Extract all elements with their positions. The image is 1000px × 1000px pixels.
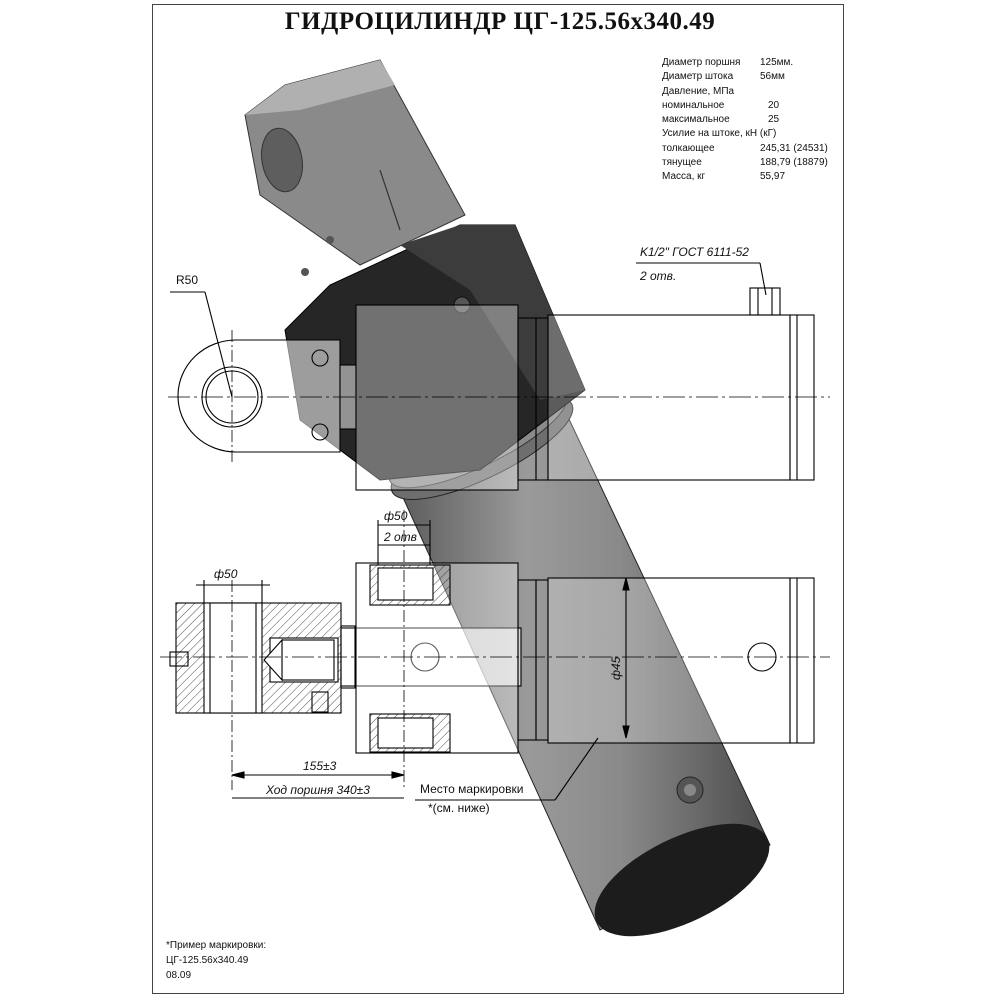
spec-label: Диаметр поршня: [662, 57, 741, 68]
dim-port-thread: K1/2" ГОСТ 6111-52: [640, 245, 749, 259]
dim-155: 155±3: [303, 759, 337, 773]
view-section: [160, 510, 830, 801]
spec-value: 188,79 (18879): [760, 157, 828, 169]
cylinder-3d-render: [244, 59, 771, 937]
dim-r50: R50: [176, 273, 198, 287]
spec-value: 25: [768, 114, 780, 126]
spec-label: Давление, МПа: [662, 85, 735, 97]
spec-value: 125мм.: [760, 57, 794, 68]
dim-port-count: 2 отв.: [639, 269, 676, 283]
cylinder-end-cap: [594, 823, 770, 937]
spec-label: Диаметр штока: [662, 71, 734, 83]
marking-place-label: Место маркировки: [420, 782, 523, 796]
spec-label: тянущее: [662, 157, 702, 169]
note-line-3: 08.09: [166, 970, 192, 981]
view-top: [168, 262, 830, 491]
dim-d45: ф45: [609, 656, 623, 680]
spec-label: толкающее: [662, 142, 715, 154]
spec-label: Масса, кг: [662, 171, 706, 183]
marking-example-note: *Пример маркировки: ЦГ-125.56х340.49 08.…: [166, 938, 266, 983]
spec-label: максимальное: [662, 114, 730, 126]
spec-value: 245,31 (24531): [760, 142, 828, 154]
dim-stroke: Ход поршня 340±3: [265, 783, 370, 797]
spec-value: 56мм: [760, 71, 785, 83]
drawing-title: ГИДРОЦИЛИНДР ЦГ-125.56х340.49: [284, 8, 716, 35]
spec-label: номинальное: [662, 99, 725, 111]
dim-d50-top: ф50: [384, 509, 408, 523]
note-line-2: ЦГ-125.56х340.49: [166, 955, 249, 966]
dim-holes-2: 2 отв: [383, 530, 417, 544]
marking-see-below: *(см. ниже): [428, 801, 490, 815]
spec-value: 20: [768, 99, 780, 111]
spec-value: 55,97: [760, 171, 786, 183]
dim-d50-left: ф50: [214, 567, 238, 581]
drawing-frame: [152, 4, 844, 994]
spec-label: Усилие на штоке, кН (кГ): [662, 128, 777, 140]
note-line-1: *Пример маркировки:: [166, 940, 267, 951]
